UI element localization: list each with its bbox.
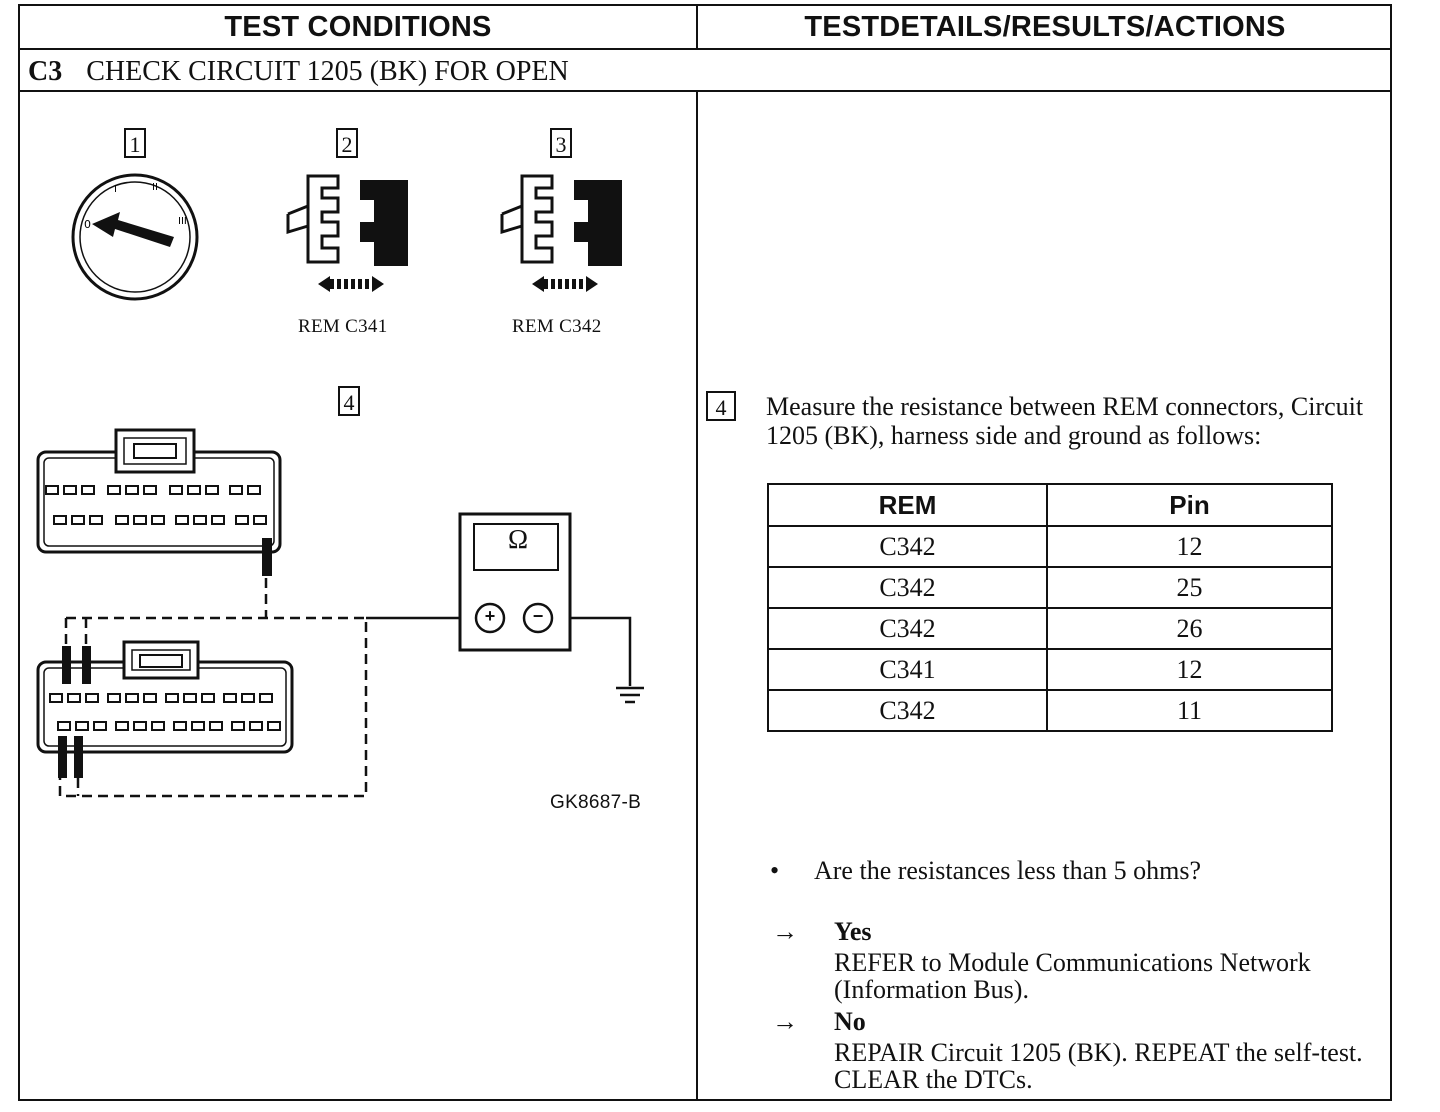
column-header-pin: Pin [1046, 483, 1333, 527]
answer-yes-action: REFER to Module Communications Network (… [834, 948, 1311, 1004]
answer-no-label: No [834, 1007, 866, 1036]
connector-c342-icon [500, 174, 622, 292]
pin-cell: 25 [1046, 566, 1333, 609]
caption-rem-c342: REM C342 [512, 316, 602, 337]
arrow-right-icon: → [772, 1007, 798, 1036]
svg-text:III: III [178, 216, 187, 227]
rem-connector-lower-icon [36, 640, 294, 778]
table-row: C341 12 [767, 648, 1333, 691]
ground-icon [616, 686, 644, 704]
wiring-illustration: 0 I II III [36, 173, 644, 798]
ohm-symbol: Ω [507, 524, 529, 554]
meter-leads [366, 616, 632, 686]
connector-c341-icon [286, 174, 408, 292]
rem-connector-upper-icon [36, 428, 282, 576]
svg-text:II: II [152, 182, 158, 193]
probe-leads [58, 578, 368, 798]
pin-cell: 11 [1046, 689, 1333, 732]
column-divider [696, 90, 698, 1099]
header-test-details: TESTDETAILS/RESULTS/ACTIONS [804, 11, 1286, 43]
pin-cell: 12 [1046, 525, 1333, 568]
rem-cell: C342 [767, 525, 1048, 568]
diagnostic-sheet: TEST CONDITIONS TESTDETAILS/RESULTS/ACTI… [18, 4, 1392, 1101]
instruction-text: Measure the resistance between REM conne… [766, 392, 1364, 450]
step-box-3: 3 [550, 128, 572, 158]
ignition-switch-icon: 0 I II III [71, 173, 199, 301]
details-step-box: 4 [706, 391, 736, 421]
rem-cell: C342 [767, 607, 1048, 650]
caption-rem-c341: REM C341 [298, 316, 388, 337]
pin-table: REM Pin C342 12 C342 25 C342 26 C341 12 … [767, 483, 1333, 732]
figure-id: GK8687-B [550, 792, 642, 813]
ohmmeter-icon [458, 512, 572, 652]
column-header-rem: REM [767, 483, 1048, 527]
question-text: Are the resistances less than 5 ohms? [814, 856, 1202, 885]
pin-cell: 26 [1046, 607, 1333, 650]
question: • Are the resistances less than 5 ohms? [770, 856, 1201, 886]
table-header-row: REM Pin [767, 483, 1333, 527]
step-box-2: 2 [336, 128, 358, 158]
title-divider [20, 90, 1390, 92]
meter-minus-terminal: − [532, 606, 544, 626]
pin-cell: 12 [1046, 648, 1333, 691]
meter-plus-terminal: + [484, 606, 496, 626]
step-code: C3 [28, 56, 63, 87]
table-row: C342 26 [767, 607, 1333, 650]
rem-cell: C341 [767, 648, 1048, 691]
step-title-text: CHECK CIRCUIT 1205 (BK) FOR OPEN [86, 56, 569, 87]
header-test-conditions: TEST CONDITIONS [224, 11, 492, 43]
rem-cell: C342 [767, 689, 1048, 732]
header-column-divider [696, 6, 698, 48]
table-row: C342 11 [767, 689, 1333, 732]
svg-text:0: 0 [84, 218, 91, 231]
bullet-icon: • [770, 856, 780, 885]
svg-text:I: I [114, 184, 117, 195]
answer-no-action: REPAIR Circuit 1205 (BK). REPEAT the sel… [834, 1038, 1363, 1094]
step-title: C3 CHECK CIRCUIT 1205 (BK) FOR OPEN [28, 52, 569, 92]
step-box-1: 1 [124, 128, 146, 158]
rem-cell: C342 [767, 566, 1048, 609]
arrow-right-icon: → [772, 917, 798, 946]
header-divider [20, 48, 1390, 50]
table-row: C342 25 [767, 566, 1333, 609]
answer-yes-label: Yes [834, 917, 872, 946]
step-box-4: 4 [338, 386, 360, 416]
test-conditions-figure: 1 2 3 4 0 I II III [20, 90, 694, 1098]
table-row: C342 12 [767, 525, 1333, 568]
